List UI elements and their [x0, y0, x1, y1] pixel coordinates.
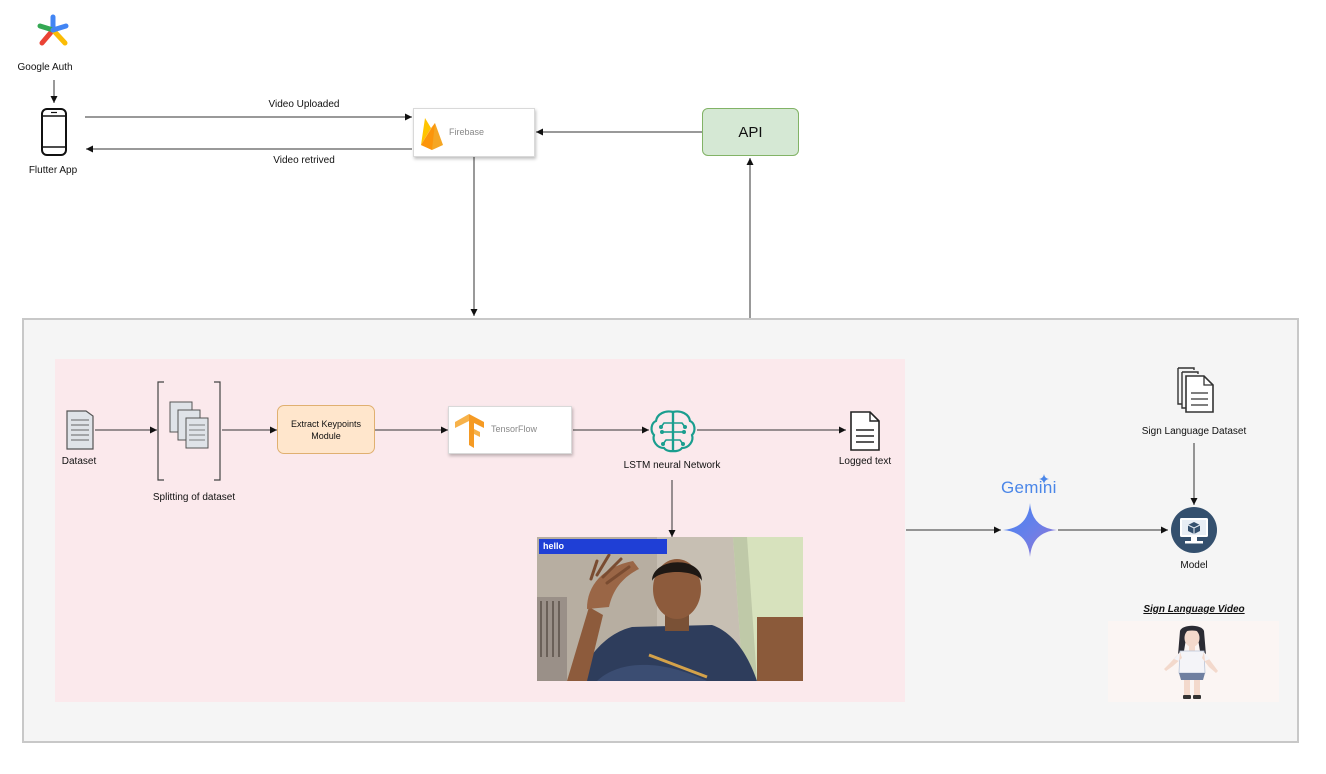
tensorflow-node[interactable]: TensorFlow [448, 406, 572, 454]
google-auth-icon [37, 14, 69, 46]
gemini-wordmark: Gemini [1001, 478, 1057, 497]
split-dataset-icon [157, 381, 221, 481]
sparkle-icon [1039, 474, 1049, 484]
tensorflow-label: TensorFlow [491, 424, 538, 434]
sign-language-avatar [1108, 621, 1279, 702]
model-monitor-icon[interactable] [1170, 506, 1218, 554]
logged-text-label: Logged text [838, 456, 892, 467]
lstm-label: LSTM neural Network [623, 460, 721, 471]
flutter-app-label: Flutter App [28, 165, 78, 176]
google-auth-label: Google Auth [17, 62, 73, 73]
gemini-star-icon[interactable] [1003, 503, 1057, 557]
webcam-frame: hello [537, 537, 803, 681]
extract-keypoints-node[interactable]: Extract Keypoints Module [277, 405, 375, 454]
video-uploaded-label: Video Uploaded [268, 99, 340, 110]
prediction-overlay: hello [539, 539, 667, 554]
sign-dataset-label: Sign Language Dataset [1141, 426, 1247, 437]
tensorflow-icon [455, 414, 484, 448]
api-node[interactable]: API [702, 108, 799, 156]
firebase-node[interactable]: Firebase [413, 108, 535, 157]
dataset-icon [66, 410, 94, 450]
firebase-icon [421, 118, 443, 150]
firebase-label: Firebase [449, 127, 485, 137]
stacked-documents-icon [1177, 367, 1214, 413]
phone-icon[interactable] [40, 108, 68, 156]
extract-keypoints-label: Extract Keypoints Module [290, 418, 362, 441]
webcam-photo [537, 537, 803, 681]
sign-video-label: Sign Language Video [1143, 604, 1245, 615]
video-retrived-label: Video retrived [273, 155, 335, 166]
document-icon [850, 411, 880, 451]
brain-circuit-icon [650, 410, 696, 453]
avatar-figure [1164, 625, 1218, 699]
dataset-label: Dataset [61, 456, 97, 467]
model-label: Model [1180, 560, 1208, 571]
splitting-label: Splitting of dataset [152, 492, 236, 503]
